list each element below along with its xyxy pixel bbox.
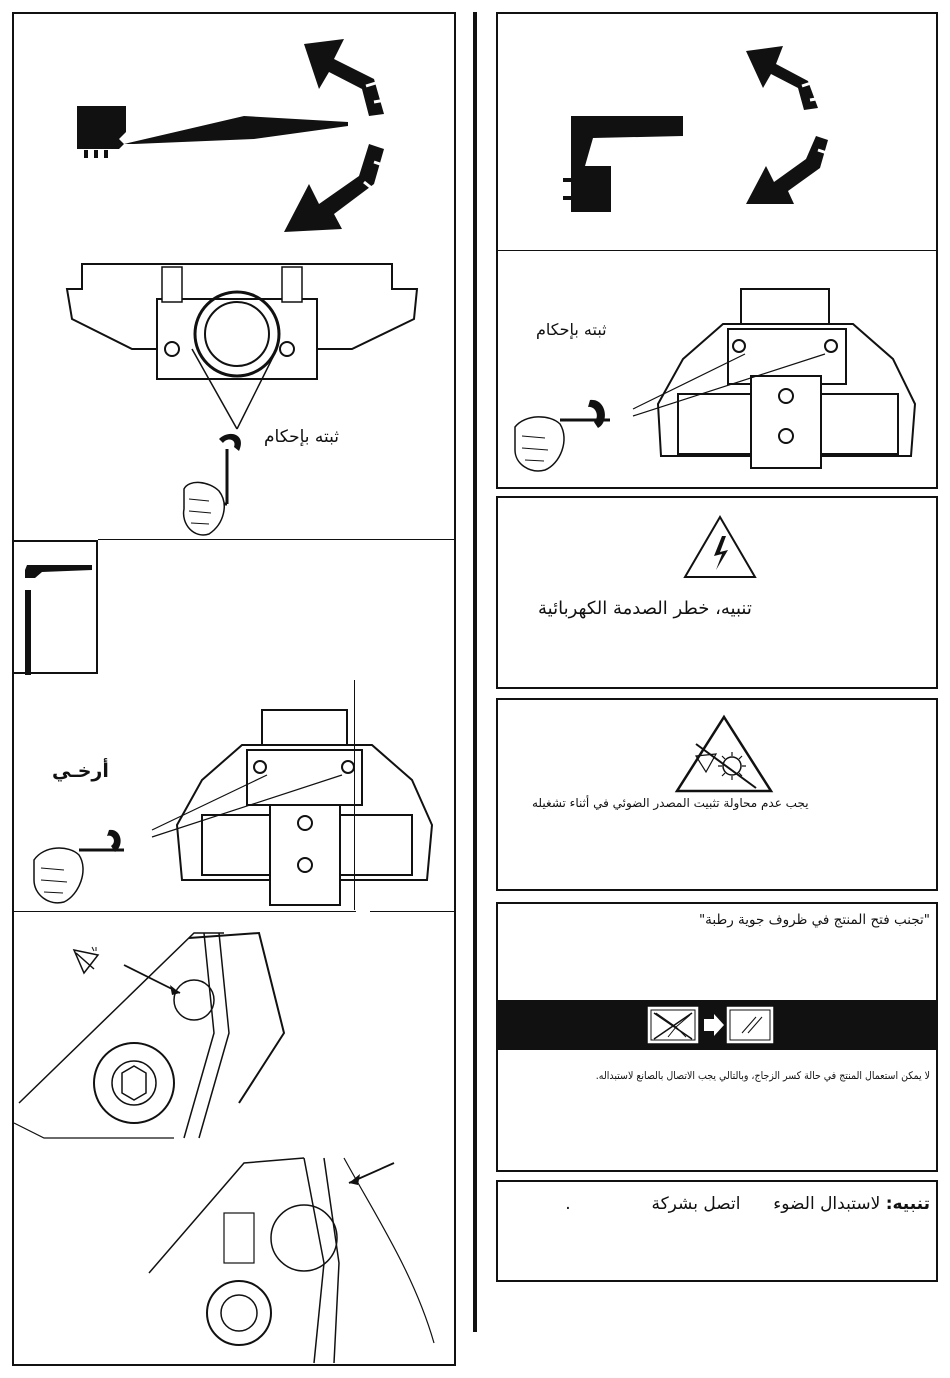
hex-key-hand-loosen-icon [29, 820, 129, 910]
humid-weather-warning-text: "تجنب فتح المنتج في ظروف جوية رطبة" [699, 912, 930, 928]
left-divider-2 [12, 911, 356, 912]
column-separator [473, 12, 477, 1332]
left-divider-2b [370, 911, 454, 912]
no-light-source-icon [674, 714, 774, 794]
loosen-callout-line [354, 680, 355, 910]
no-light-source-icon [72, 945, 102, 975]
left-section-loosen: أرخـي [14, 680, 454, 910]
electric-shock-warning-text: تنبيه، خطر الصدمة الكهربائية [538, 598, 752, 619]
luminaire-bracket-illustration [62, 259, 422, 409]
left-section-glass-detail [14, 913, 454, 1363]
glass-clip-detail-2 [144, 1153, 444, 1363]
broken-glass-replace-icon [646, 1005, 776, 1045]
luminaire-top-view-tighten [653, 284, 923, 474]
luminaire-top-view-loosen [172, 705, 442, 905]
replace-light-note: تنبيه: لاستبدال الضوء اتصل بشركة . [565, 1194, 930, 1214]
rotate-arrows-icon [274, 34, 394, 234]
humid-weather-panel: "تجنب فتح المنتج في ظروف جوية رطبة" لا ي… [496, 902, 938, 1172]
left-section-tighten: ثبته بإحكام [14, 14, 454, 539]
high-voltage-warning-icon [682, 514, 758, 580]
replace-light-panel: تنبيه: لاستبدال الضوء اتصل بشركة . [496, 1180, 938, 1282]
right-tighten-label: ثبته بإحكام [536, 320, 607, 339]
hex-key-hand-icon [179, 429, 249, 539]
right-panel-divider [498, 250, 936, 251]
electric-shock-warning-panel: تنبيه، خطر الصدمة الكهربائية [496, 496, 938, 689]
broken-glass-banner [498, 1000, 936, 1050]
left-loosen-label: أرخـي [52, 760, 109, 782]
light-source-warning-text: يجب عدم محاولة تثبيت المصدر الضوئي في أث… [532, 796, 809, 810]
rotate-arrows-icon [738, 46, 838, 206]
hex-key-hand-icon [510, 392, 620, 482]
pole-arm-right-illustration [563, 116, 693, 216]
left-divider-1 [98, 539, 454, 540]
replace-light-contact: اتصل بشركة [651, 1194, 740, 1214]
right-panel-tighten: ثبته بإحكام [496, 12, 938, 489]
replace-light-end: . [565, 1194, 570, 1214]
pole-orientation-icon [17, 560, 97, 680]
replace-light-prefix: تنبيه: [886, 1194, 930, 1214]
broken-glass-warning-text: لا يمكن استعمال المنتج في حالة كسر الزجا… [596, 1070, 930, 1082]
left-tighten-label: ثبته بإحكام [264, 427, 339, 447]
pole-orientation-box [12, 540, 98, 674]
replace-light-text: لاستبدال الضوء [773, 1194, 880, 1214]
light-source-warning-panel: يجب عدم محاولة تثبيت المصدر الضوئي في أث… [496, 698, 938, 891]
